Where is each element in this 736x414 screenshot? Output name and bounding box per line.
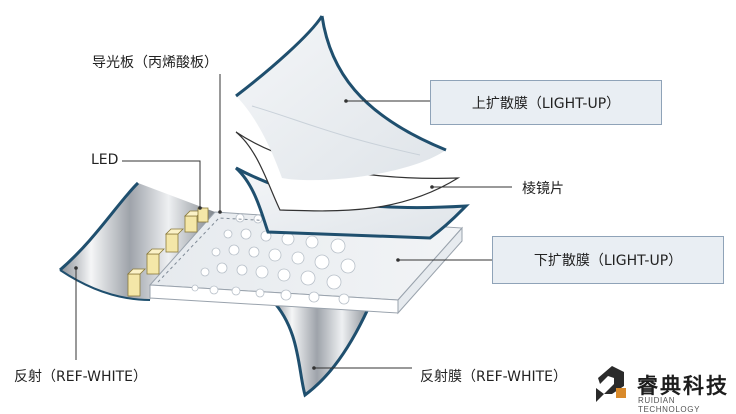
led-unit <box>146 248 165 275</box>
led-strip <box>127 207 209 297</box>
lower-diffuser-label: 下扩散膜（LIGHT-UP） <box>492 236 724 284</box>
led-unit <box>127 268 146 297</box>
prism-label: 棱镜片 <box>522 181 564 197</box>
leader-lines <box>75 74 512 369</box>
reflector-bottom-edge <box>59 269 151 301</box>
upper-diffuser-label: 上扩散膜（LIGHT-UP） <box>430 80 662 125</box>
led-unit <box>197 207 209 223</box>
led-unit <box>165 228 184 253</box>
upper-diffuser-edge-left <box>235 15 324 98</box>
leader-dots <box>74 99 434 370</box>
dot-pattern <box>191 213 356 305</box>
brand-name-cn: 睿典科技 <box>637 374 729 398</box>
upper-diffuser-edge-right <box>320 15 447 152</box>
light-guide-label: 导光板（丙烯酸板） <box>92 55 218 71</box>
led-label: LED <box>91 152 119 168</box>
upper-diffuser-fold <box>251 105 421 156</box>
reflector-label: 反射（REF-WHITE） <box>14 369 148 385</box>
brand-name-en: RUIDIAN TECHNOLOGY <box>638 396 701 414</box>
reflector-edge <box>59 181 140 272</box>
leader-led <box>122 160 201 208</box>
reflector-sheet <box>60 183 215 300</box>
reflective-film-label: 反射膜（REF-WHITE） <box>420 369 568 385</box>
upper-diffuser-film <box>236 16 446 181</box>
brand-logo-icon <box>596 366 626 402</box>
reflective-film-sheet <box>268 298 375 398</box>
light-guide-side <box>397 226 463 315</box>
